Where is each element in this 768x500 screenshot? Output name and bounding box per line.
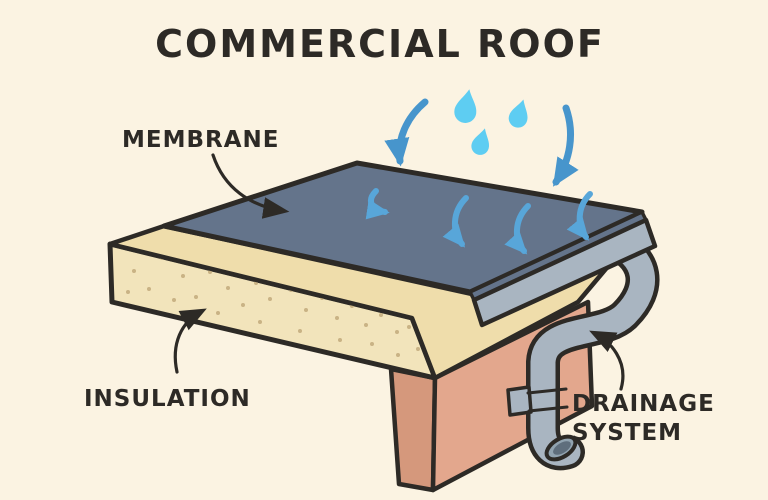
insulation-speckle bbox=[258, 320, 262, 324]
membrane-pointer-arrow bbox=[211, 153, 290, 219]
downspout-pipe bbox=[530, 229, 655, 466]
rain-arrow-icon bbox=[384, 98, 429, 167]
insulation-speckle bbox=[241, 303, 245, 307]
flow-arrow-icon bbox=[504, 203, 531, 255]
insulation-speckle bbox=[396, 353, 400, 357]
insulation-pointer-arrow bbox=[173, 308, 207, 374]
downspout-outlet-interior bbox=[553, 441, 571, 455]
insulation-speckle bbox=[181, 274, 185, 278]
insulation-speckle bbox=[304, 308, 308, 312]
insulation-speckle bbox=[216, 311, 220, 315]
insulation-speckle bbox=[338, 338, 342, 342]
wall-left-face bbox=[388, 366, 438, 493]
raindrop-icon bbox=[454, 89, 477, 123]
insulation-speckle bbox=[226, 286, 230, 290]
insulation-speckle bbox=[268, 297, 272, 301]
page-title: COMMERCIAL ROOF bbox=[155, 22, 605, 66]
insulation-speckle bbox=[126, 290, 130, 294]
insulation-speckle bbox=[132, 269, 136, 273]
pipe-bracket-strap-bottom bbox=[527, 405, 569, 413]
insulation-speckle bbox=[335, 316, 339, 320]
raindrop-icon bbox=[471, 128, 490, 155]
insulation-speckle bbox=[395, 330, 399, 334]
insulation-speckle bbox=[379, 313, 383, 317]
insulation-speckle bbox=[370, 342, 374, 346]
label-membrane: MEMBRANE bbox=[122, 127, 280, 153]
label-drainage-line2: SYSTEM bbox=[572, 420, 682, 446]
insulation-speckle bbox=[172, 298, 176, 302]
flow-arrow-icon bbox=[442, 195, 469, 248]
flow-arrow-icon bbox=[365, 188, 390, 220]
pipe-bracket-strap-top bbox=[526, 387, 568, 395]
insulation-speckle bbox=[298, 329, 302, 333]
fascia-edge bbox=[471, 217, 658, 328]
insulation-speckle bbox=[194, 295, 198, 299]
insulation-speckle bbox=[416, 347, 420, 351]
drainage-pointer-arrow bbox=[589, 330, 625, 391]
raindrop-icon bbox=[508, 99, 528, 128]
insulation-speckle bbox=[364, 323, 368, 327]
label-drainage-line1: DRAINAGE bbox=[572, 391, 715, 417]
insulation-speckle bbox=[147, 287, 151, 291]
rain-arrow-icon bbox=[552, 104, 579, 187]
insulation-speckle bbox=[407, 325, 411, 329]
flow-arrow-icon bbox=[566, 191, 593, 241]
label-insulation: INSULATION bbox=[84, 386, 251, 412]
